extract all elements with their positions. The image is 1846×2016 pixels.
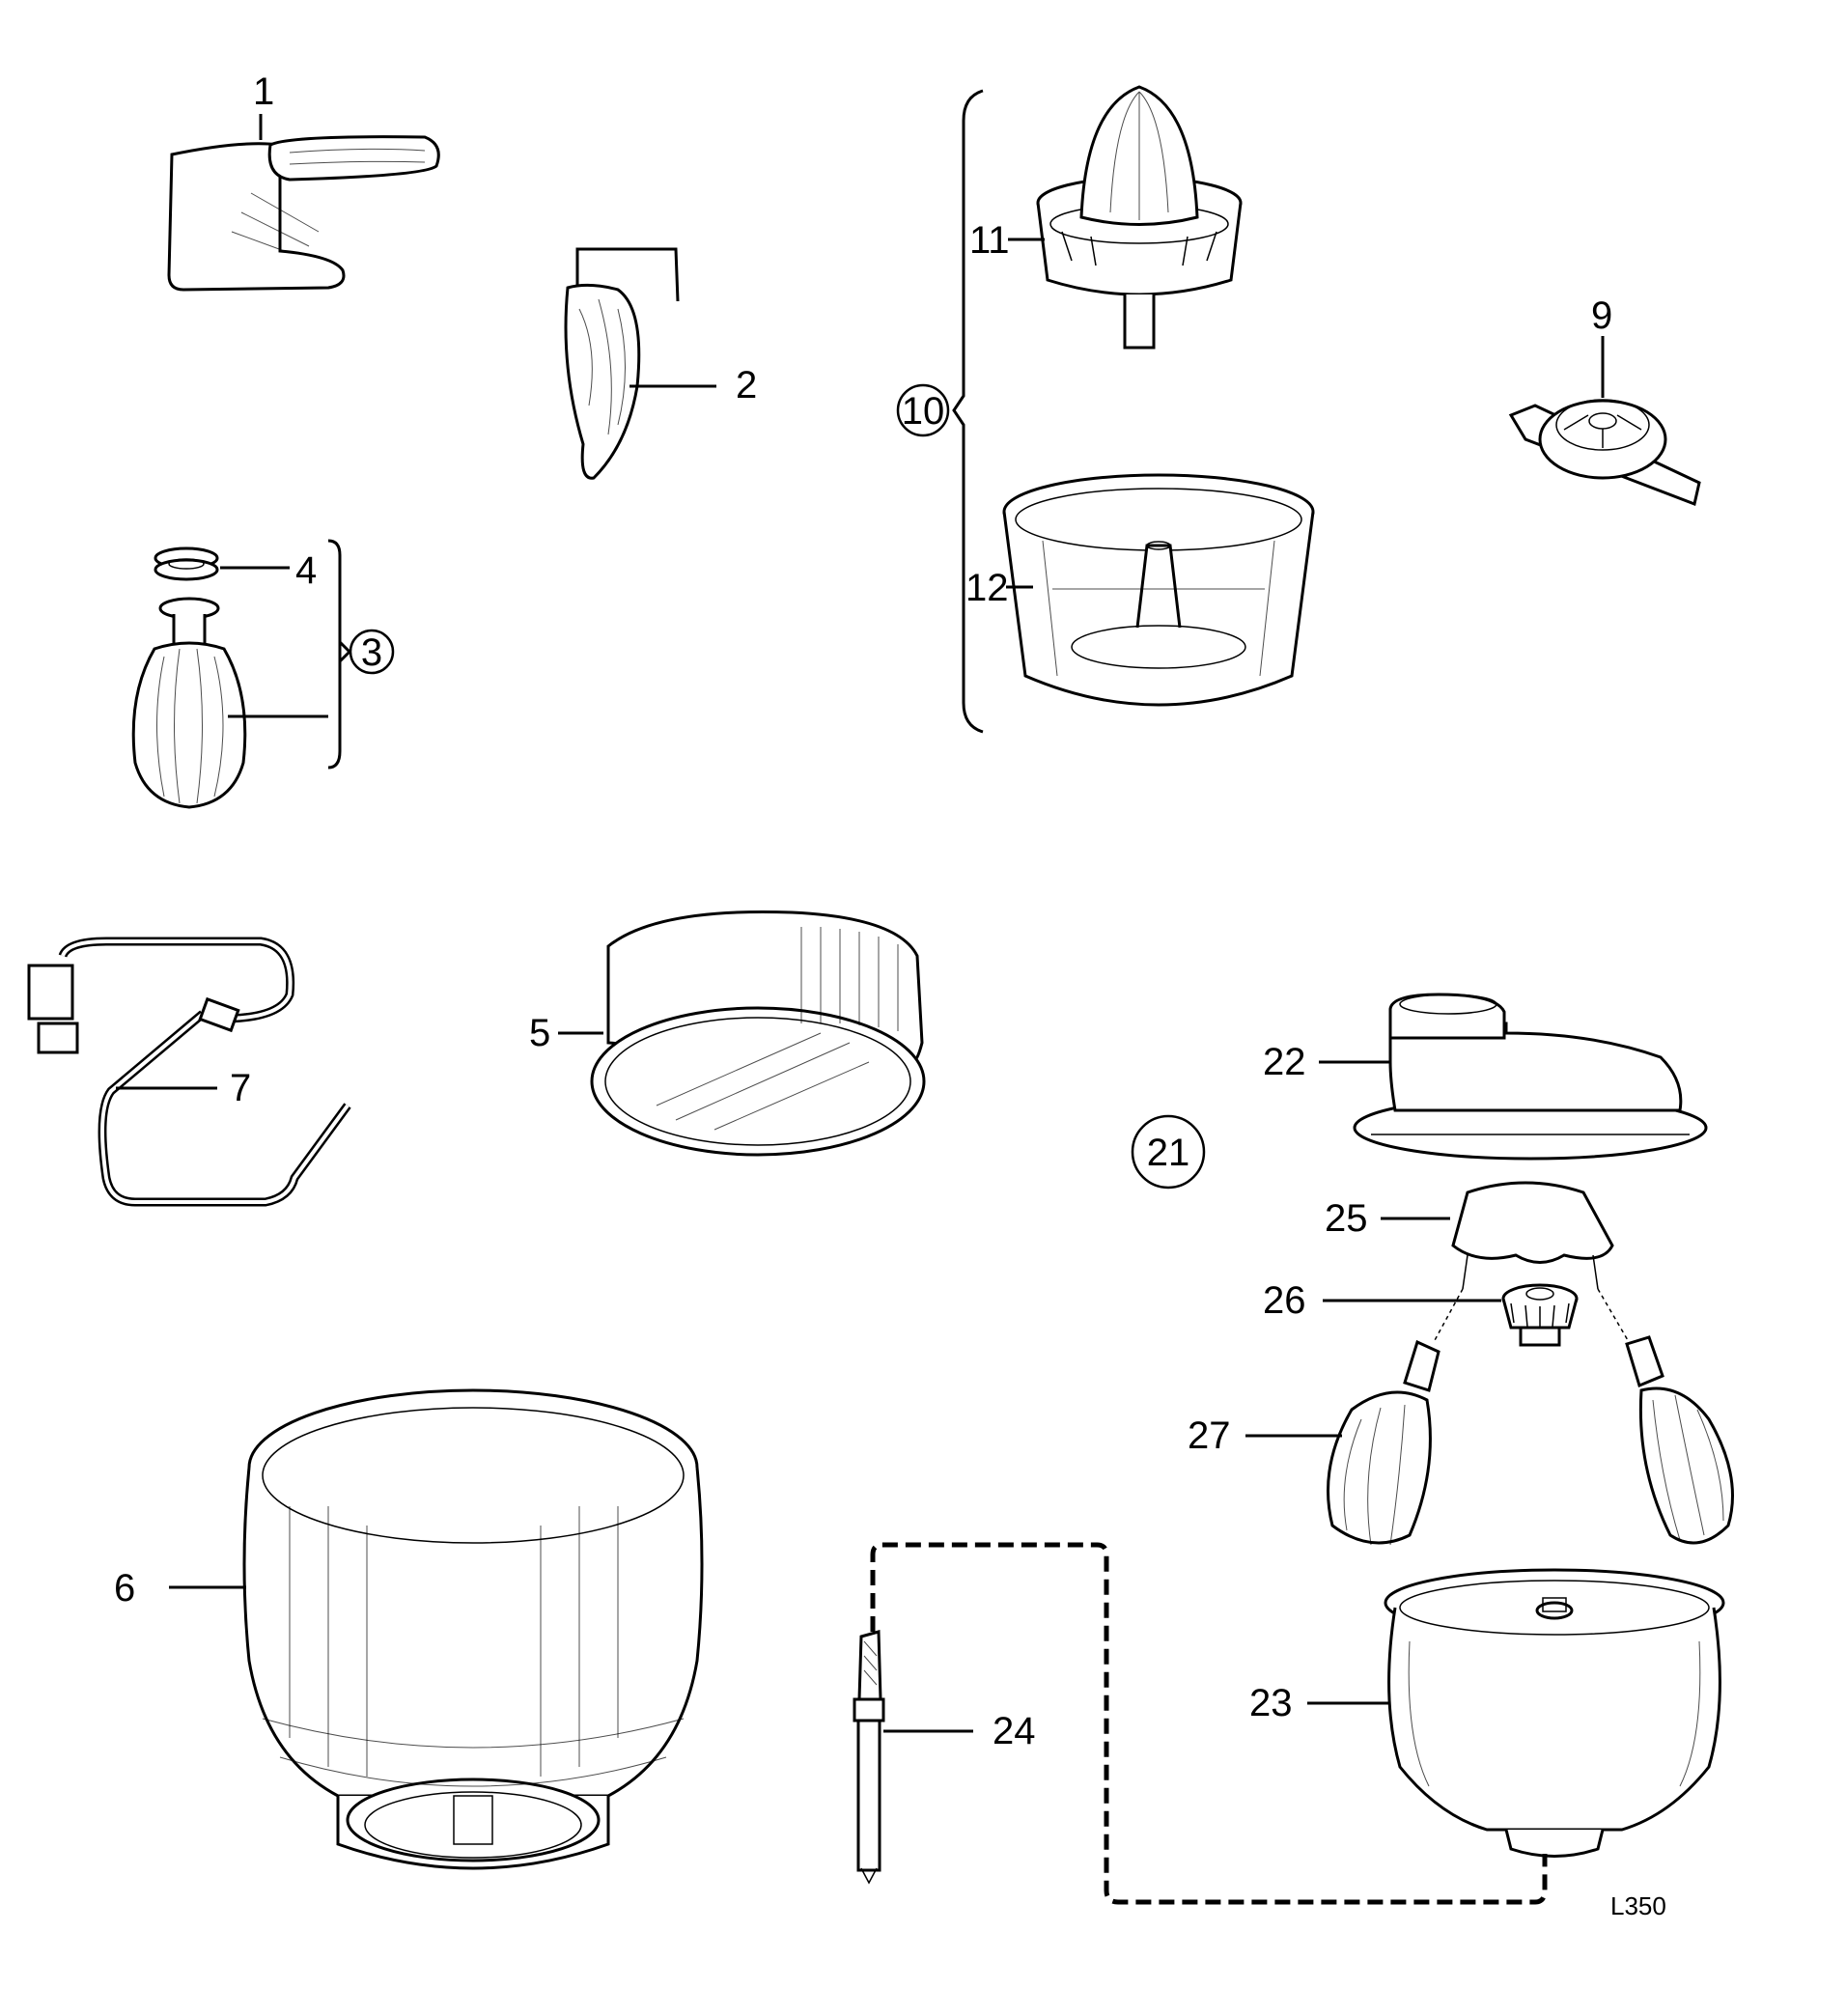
part-23-mixer-bowl: [1384, 1568, 1725, 1858]
part-1-spatula: [167, 135, 440, 292]
label-part-5: 5: [529, 1012, 550, 1054]
part-12-juicer-bowl: [1002, 473, 1315, 707]
label-part-25: 25: [1325, 1197, 1368, 1240]
part-11-juicer-cone: [1036, 85, 1243, 350]
label-part-27: 27: [1188, 1414, 1231, 1457]
label-part-10: 10: [902, 390, 945, 433]
part-6-mixing-bowl: [242, 1388, 704, 1870]
label-part-6: 6: [114, 1567, 135, 1610]
label-part-3: 3: [361, 631, 382, 674]
label-part-4: 4: [295, 549, 317, 592]
part-3-whisk: [131, 597, 247, 809]
part-27-beater-right: [1625, 1335, 1734, 1545]
part-22-mixer-lid: [1353, 993, 1708, 1161]
figure-code: L350: [1610, 1891, 1666, 1920]
part-27-beater-left: [1327, 1339, 1440, 1546]
label-part-11: 11: [969, 219, 1010, 262]
part-5-lid: [590, 910, 926, 1157]
label-part-21: 21: [1147, 1132, 1190, 1174]
part-4-ring: [154, 546, 219, 581]
label-part-9: 9: [1591, 294, 1612, 337]
part-26-gear: [1501, 1283, 1579, 1347]
label-part-2: 2: [736, 364, 757, 406]
label-part-1: 1: [253, 70, 274, 113]
label-part-24: 24: [993, 1710, 1036, 1752]
part-9-coupling: [1508, 399, 1701, 507]
assembly-path: [870, 1542, 1548, 1905]
label-part-12: 12: [965, 567, 1009, 609]
label-part-23: 23: [1249, 1682, 1293, 1724]
part-7-dough-hook: [27, 937, 351, 1207]
part-24-shaft: [853, 1630, 885, 1885]
label-part-7: 7: [230, 1067, 251, 1109]
label-part-22: 22: [1263, 1041, 1306, 1083]
part-25-gear-housing: [1451, 1181, 1614, 1290]
label-part-26: 26: [1263, 1279, 1306, 1322]
part-2-blade: [564, 247, 680, 480]
